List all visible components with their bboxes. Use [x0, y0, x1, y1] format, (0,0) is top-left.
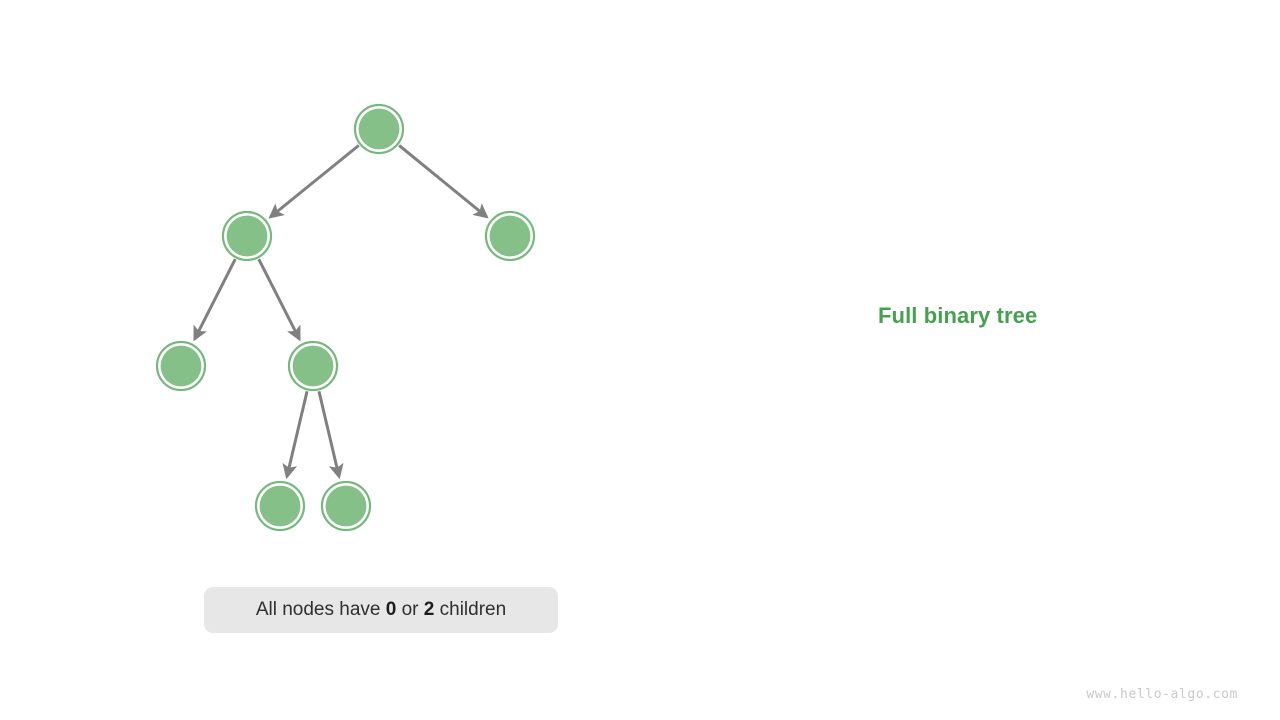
node-fill — [259, 485, 301, 527]
tree-node[interactable] — [254, 480, 306, 532]
node-gap-ring — [257, 483, 303, 529]
tree-edge — [398, 144, 489, 219]
node-fill — [325, 485, 367, 527]
caption-middle: or — [396, 599, 424, 620]
caption-box: All nodes have 0 or 2 children — [204, 587, 558, 633]
node-outer-ring — [287, 340, 339, 392]
node-layer — [155, 103, 536, 532]
tree-node[interactable] — [221, 210, 273, 262]
tree-edge — [282, 390, 309, 480]
site-watermark: www.hello-algo.com — [1086, 687, 1238, 702]
caption-prefix: All nodes have — [255, 599, 386, 620]
node-gap-ring — [158, 343, 204, 389]
node-outer-ring — [221, 210, 273, 262]
node-outer-ring — [484, 210, 536, 262]
node-fill — [489, 215, 531, 257]
caption-suffix: children — [434, 599, 507, 620]
tree-node[interactable] — [155, 340, 207, 392]
node-gap-ring — [290, 343, 336, 389]
node-outer-ring — [353, 103, 405, 155]
tree-edge — [193, 258, 237, 342]
tree-node[interactable] — [320, 480, 372, 532]
node-gap-ring — [323, 483, 369, 529]
caption-number-two: 2 — [423, 599, 435, 620]
node-fill — [358, 108, 400, 150]
node-outer-ring — [320, 480, 372, 532]
node-fill — [292, 345, 334, 387]
tree-edge — [317, 390, 344, 480]
node-outer-ring — [254, 480, 306, 532]
caption-number-zero: 0 — [385, 599, 397, 620]
node-outer-ring — [155, 340, 207, 392]
tree-edge — [257, 258, 301, 342]
node-fill — [226, 215, 268, 257]
tree-node[interactable] — [353, 103, 405, 155]
tree-node[interactable] — [287, 340, 339, 392]
node-gap-ring — [356, 106, 402, 152]
node-fill — [160, 345, 202, 387]
edge-layer — [193, 144, 489, 480]
tree-node[interactable] — [484, 210, 536, 262]
node-gap-ring — [487, 213, 533, 259]
node-gap-ring — [224, 213, 270, 259]
page-title: Full binary tree — [878, 303, 1038, 328]
caption-text: All nodes have 0 or 2 children — [256, 599, 506, 621]
tree-edge — [268, 144, 360, 219]
